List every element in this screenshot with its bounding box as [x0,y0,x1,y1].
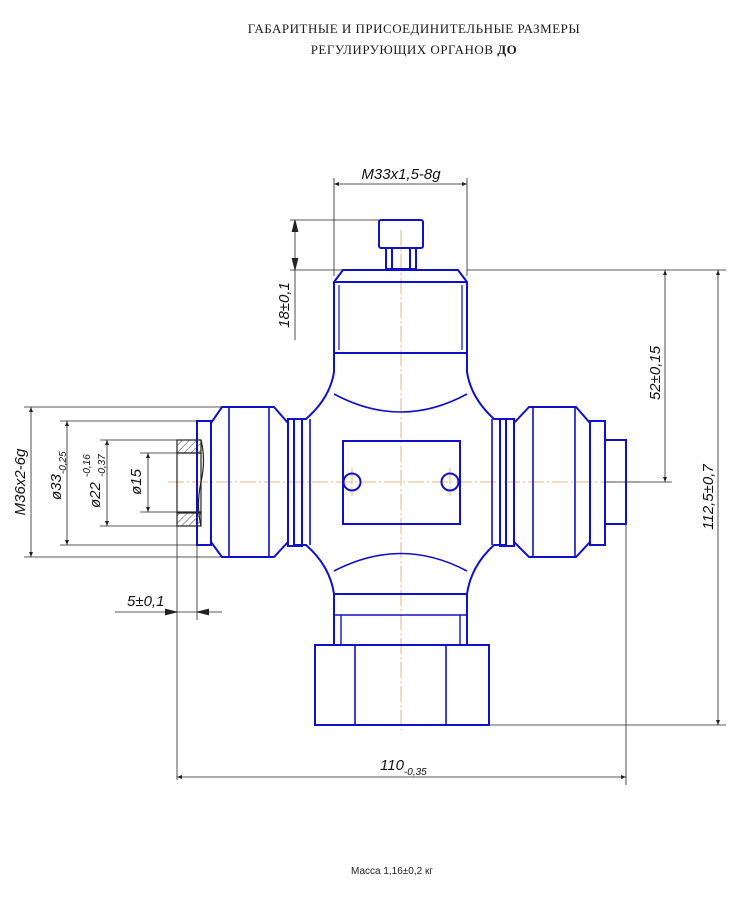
dim-label-height-total: 112,5±0,7 [700,464,717,530]
port-right [440,472,460,492]
arrow-offset-right [196,608,210,616]
port-left [342,472,362,492]
dim-width-tolerance: -0,35 [404,767,427,778]
arrow-stem-bottom [291,257,299,271]
section-hatch-top [176,439,202,454]
dim-d33-tolerance: -0,25 [58,451,69,474]
dimension-lines [24,178,726,785]
arrow-stem-top [291,219,299,233]
dim-label-thread-side: M36x2-6g [12,448,29,515]
body-upper-arc [333,393,468,413]
drawing-title-line-2: РЕГУЛИРУЮЩИХ ОРГАНОВ ДО [0,42,750,58]
drawing-title-line-2-bold: ДО [497,42,518,57]
dim-label-height-center: 52±0,15 [647,345,664,400]
drawing-title-line-1: ГАБАРИТНЫЕ И ПРИСОЕДИНИТЕЛЬНЫЕ РАЗМЕРЫ [247,21,581,36]
dim-label-offset: 5±0,1 [127,593,164,610]
svg-text:ø33-0,25: ø33-0,25 [48,451,69,500]
dim-d22-tolerance-upper: -0,16 [82,454,93,477]
dim-width-main: 110 [380,757,405,774]
drawing-title-line-2-text: РЕГУЛИРУЮЩИХ ОРГАНОВ [310,42,498,57]
mass-note: Масса 1,16±0,2 кг [351,866,433,877]
dim-d22-main: ø22 [87,481,104,508]
dim-label-d15: ø15 [128,468,145,495]
dim-label-thread-top: M33x1,5-8g [361,166,441,183]
dim-d33-main: ø33 [48,473,65,500]
left-thread-end [196,420,212,546]
dim-label-height-stem: 18±0,1 [276,282,293,328]
section-hatch-bottom [176,511,202,527]
left-pipe-section [176,439,205,527]
dim-label-d33: ø33-0,25 [48,451,69,500]
body-lower-arc [333,552,468,572]
section-break-line [197,439,205,527]
dimension-texts: M33x1,5-8g 18±0,1 52±0,15 112,5±0,7 M36x… [12,166,717,778]
centerlines [168,230,640,730]
bottom-nut [314,644,490,726]
dim-label-width: 110-0,35 [380,757,427,778]
body-cross-outline [293,353,507,595]
arrow-offset-left [164,608,178,616]
dim-d22-tolerance-lower: -0,37 [97,454,108,477]
right-thread-end [589,420,606,546]
dim-label-d22: ø22 -0,16 -0,37 [82,454,108,508]
valve-body [196,219,627,726]
right-nut [513,406,591,558]
